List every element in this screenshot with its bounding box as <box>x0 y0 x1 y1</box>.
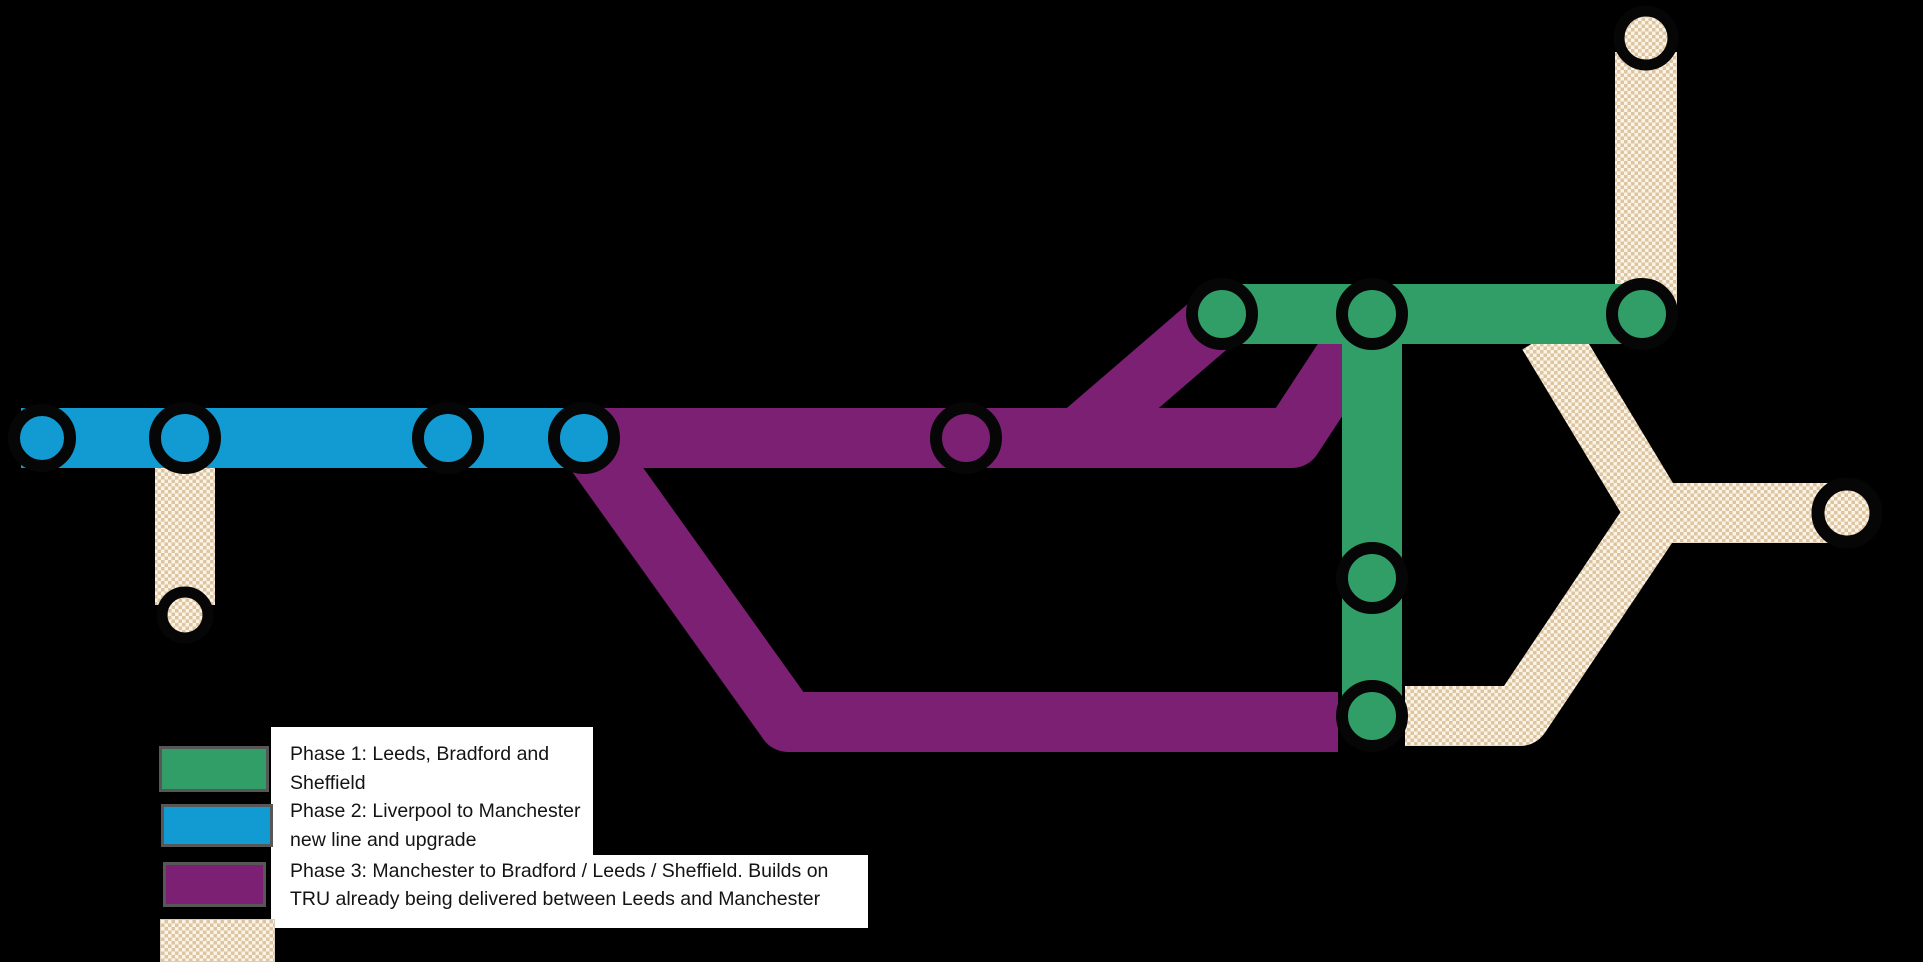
station-marker-blue-station-2 <box>149 402 221 474</box>
station-marker-blue-station-3 <box>412 402 484 474</box>
station-marker-cream-station-left <box>156 586 214 644</box>
legend-label-phase3: Phase 3: Manchester to Bradford / Leeds … <box>290 857 828 913</box>
station-marker-cream-station-top <box>1613 5 1679 71</box>
station-marker-blue-station-4 <box>548 402 620 474</box>
legend-label-phase3-line1: Phase 3: Manchester to Bradford / Leeds … <box>290 860 829 882</box>
station-marker-green-station-east <box>1606 278 1678 350</box>
route-cream-chevron-right <box>1405 318 1686 746</box>
legend-label-phase2-line2: new line and upgrade <box>290 828 477 851</box>
route-phase3-south-loop <box>560 420 1338 752</box>
station-marker-green-station-west <box>1186 278 1258 350</box>
legend-swatch-phase2-blue <box>161 804 273 847</box>
station-marker-green-station-south-1 <box>1336 542 1408 614</box>
station-marker-green-station-mid <box>1336 278 1408 350</box>
legend-label-phase2-line1: Phase 2: Liverpool to Manchester <box>290 800 581 822</box>
station-marker-green-station-south-2 <box>1336 680 1408 752</box>
legend-text-background-lower <box>271 855 868 928</box>
legend-label-phase3-line2: TRU already being delivered between Leed… <box>290 888 821 910</box>
legend-label-phase1-line2: Sheffield <box>290 771 366 794</box>
station-marker-blue-station-1 <box>8 404 76 472</box>
legend-swatch-cream-pattern <box>160 919 275 962</box>
legend-label-phase1: Phase 1: Leeds, Bradford and Sheffield <box>290 740 549 797</box>
station-markers-layer <box>8 5 1883 752</box>
legend-text-background-upper <box>271 727 593 856</box>
legend-swatch-phase3-purple <box>163 862 266 907</box>
station-marker-purple-station <box>930 402 1002 474</box>
route-lines-layer <box>21 52 1830 752</box>
station-marker-cream-station-east <box>1811 477 1883 549</box>
legend-label-phase2: Phase 2: Liverpool to Manchester new lin… <box>290 797 581 854</box>
legend-label-phase1-line1: Phase 1: Leeds, Bradford and <box>290 743 550 765</box>
legend-swatch-phase1-green <box>159 746 269 792</box>
